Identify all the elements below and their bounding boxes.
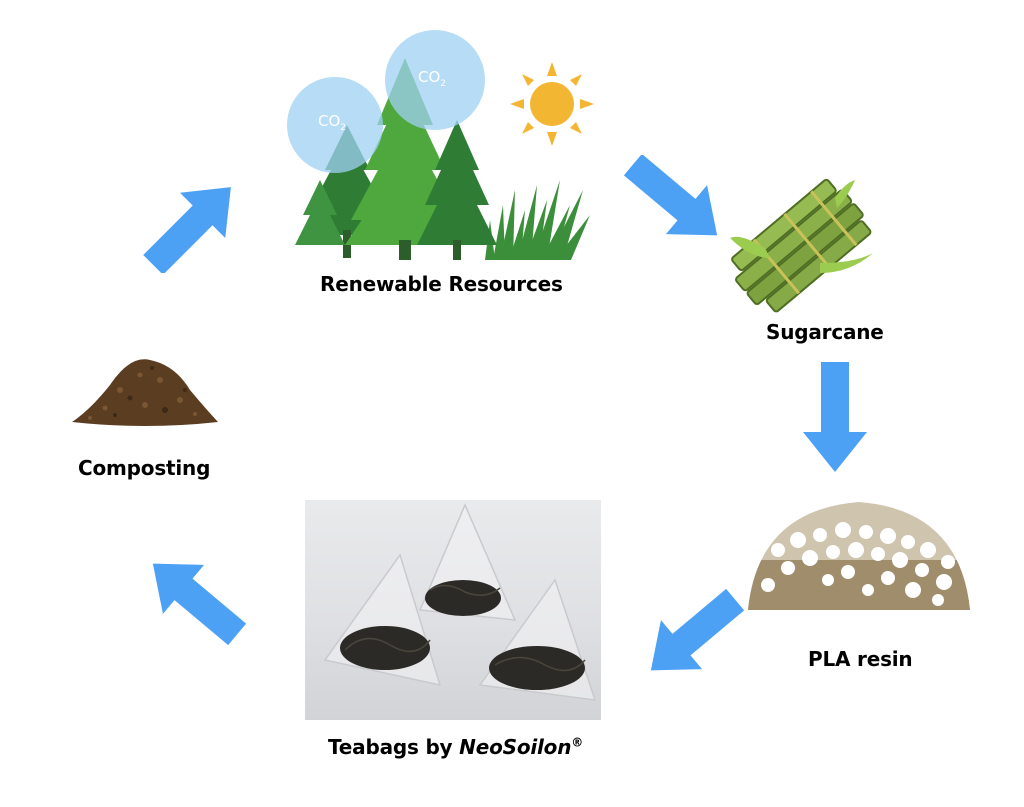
pla-resin-pile bbox=[748, 490, 970, 612]
co2-right-label: CO2 bbox=[418, 68, 447, 89]
arrow-icon-to-sugarcane bbox=[620, 155, 730, 250]
arrow-icon-to-composting bbox=[140, 552, 250, 647]
brand-name: NeoSoilon bbox=[459, 735, 572, 759]
arrow-icon-to-teabags bbox=[638, 588, 748, 683]
teabag-photo bbox=[305, 500, 601, 720]
renewable-resources-label: Renewable Resources bbox=[320, 272, 563, 296]
soil-pile bbox=[70, 350, 220, 430]
arrow-icon-to-renewable bbox=[140, 178, 245, 273]
arrow-icon-to-pla bbox=[800, 360, 870, 475]
co2-left-label: CO2 bbox=[318, 112, 347, 133]
co2-bubble-right bbox=[385, 30, 485, 130]
sugarcane-icon bbox=[725, 178, 875, 318]
sun-icon bbox=[510, 62, 594, 146]
composting-label: Composting bbox=[78, 456, 211, 480]
co2-bubble-left bbox=[287, 77, 383, 173]
pla-resin-label: PLA resin bbox=[808, 647, 913, 671]
renewable-illustration: CO2 CO2 bbox=[285, 30, 595, 260]
teabags-label: Teabags by NeoSoilon® bbox=[328, 735, 584, 759]
sugarcane-label: Sugarcane bbox=[766, 320, 884, 344]
